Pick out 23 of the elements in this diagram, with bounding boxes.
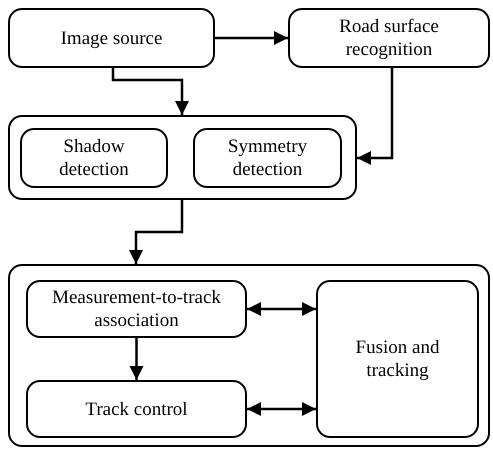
arrow xyxy=(247,302,316,316)
arrow xyxy=(215,31,288,45)
node-label: Image source xyxy=(60,26,162,50)
arrow xyxy=(357,68,394,165)
group-box xyxy=(8,264,490,447)
process-box xyxy=(26,380,247,438)
process-box xyxy=(8,8,215,68)
group-box xyxy=(8,115,357,200)
process-box xyxy=(316,280,479,438)
process-box xyxy=(26,280,247,338)
arrow xyxy=(112,68,189,115)
arrow xyxy=(247,402,316,416)
process-box xyxy=(288,8,490,68)
node-label: Symmetry detection xyxy=(226,135,308,181)
arrow xyxy=(130,338,144,380)
node-label: Fusion and tracking xyxy=(354,336,440,382)
process-box xyxy=(20,128,168,188)
node-label: Measurement-to-track association xyxy=(51,286,222,332)
node-label: Track control xyxy=(85,398,188,420)
node-label: Shadow detection xyxy=(58,135,130,181)
node-label: Road surface recognition xyxy=(338,15,440,61)
arrow xyxy=(129,200,184,264)
process-box xyxy=(193,128,342,188)
